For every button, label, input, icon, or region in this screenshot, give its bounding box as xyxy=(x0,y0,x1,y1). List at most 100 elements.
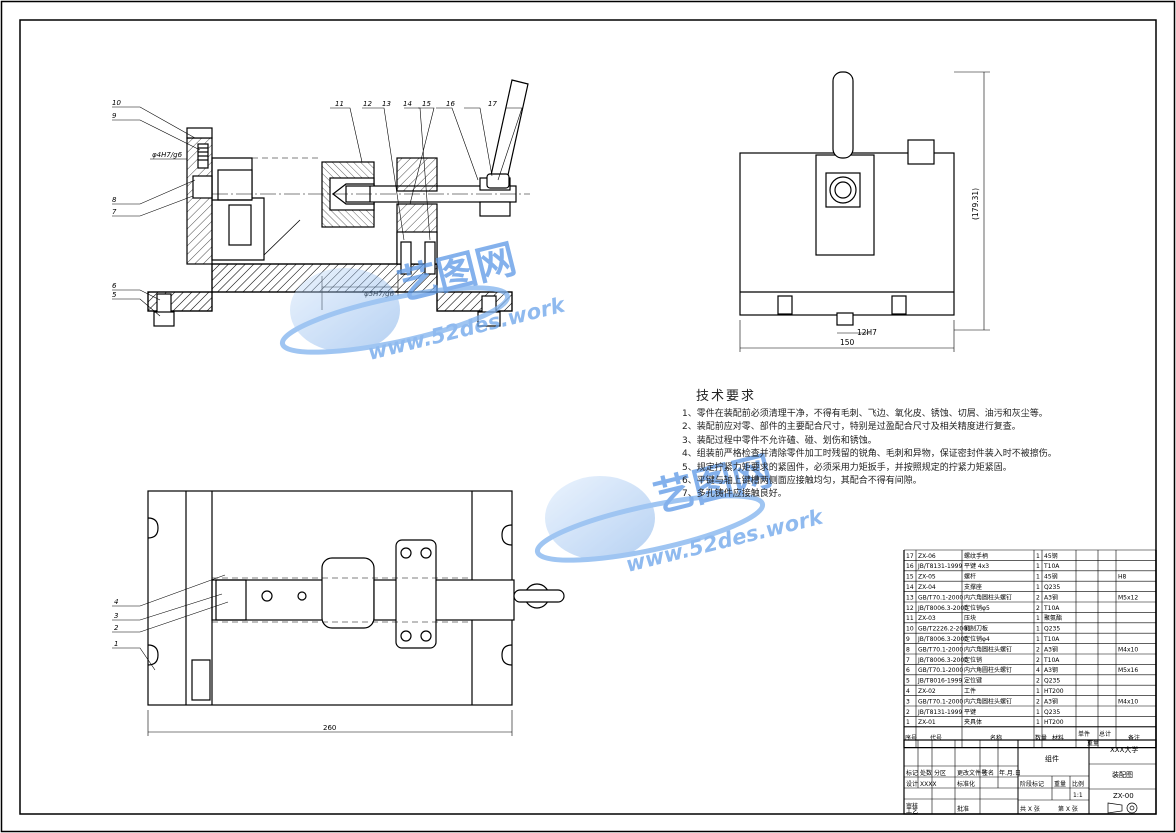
bom-row-name: 定位销 xyxy=(964,656,982,664)
tb-standardize: 标准化 xyxy=(957,780,975,788)
bom-row-name: 工件 xyxy=(964,687,976,695)
bom-row-note: M5x16 xyxy=(1118,667,1138,674)
bom-row-name: 定位销φ5 xyxy=(964,604,990,612)
dim-side-width: 150 xyxy=(840,338,855,347)
bom-row-material: T10A xyxy=(1043,563,1060,570)
tb-count: 处数 xyxy=(920,769,932,777)
bom-table xyxy=(903,549,1157,749)
bom-row-no: 3 xyxy=(906,698,910,705)
bom-row-name: 钢制刀板 xyxy=(964,625,988,633)
tb-process: 工艺 xyxy=(906,807,918,815)
bom-header-unit-weight: 单件 xyxy=(1078,730,1090,738)
bom-header-weight: 重量 xyxy=(1087,739,1099,747)
bom-row-material: T10A xyxy=(1043,605,1060,612)
tb-sheet-no: 第 X 张 xyxy=(1058,805,1078,813)
bom-row-qty: 2 xyxy=(1036,657,1040,664)
bom-row-material: A3钢 xyxy=(1044,666,1058,674)
bom-row-code: JB/T8006.3-2000 xyxy=(917,657,968,664)
tb-design: 设计 xyxy=(906,780,918,788)
bom-row-code: JB/T8006.3-2000 xyxy=(917,636,968,643)
bom-row-note: M5x12 xyxy=(1118,594,1138,601)
bom-row-code: GB/T2226.2-2001 xyxy=(918,626,971,633)
bom-row-no: 14 xyxy=(906,584,914,591)
bom-row-material: A3钢 xyxy=(1044,593,1058,601)
bom-header-no: 序号 xyxy=(905,734,917,742)
bom-row-material: Q235 xyxy=(1044,678,1060,685)
callout-1: 1 xyxy=(114,640,118,648)
bom-row-qty: 2 xyxy=(1036,646,1040,653)
bom-row-no: 4 xyxy=(906,688,910,695)
bom-row-no: 15 xyxy=(906,574,914,581)
bom-row-qty: 1 xyxy=(1036,615,1040,622)
bom-row-no: 2 xyxy=(906,709,910,716)
tb-ratio: 比例 xyxy=(1072,780,1084,788)
tech-item-2: 2、装配前应对零、部件的主要配合尺寸，特别是过盈配合尺寸及相关精度进行复查。 xyxy=(682,422,1021,433)
bom-row-code: JB/T8006.3-2000 xyxy=(917,605,968,612)
dim-side-height: (179.31) xyxy=(971,188,980,220)
bom-row-name: 内六角圆柱头螺钉 xyxy=(964,697,1012,705)
bom-row-material: Q235 xyxy=(1044,626,1060,633)
bom-row-code: GB/T70.1-2000 xyxy=(918,667,963,674)
callout-17: 17 xyxy=(488,100,497,108)
bom-row-qty: 2 xyxy=(1036,678,1040,685)
bom-row-material: A3钢 xyxy=(1044,697,1058,705)
callout-12: 12 xyxy=(363,100,372,108)
bom-row-no: 17 xyxy=(906,553,914,560)
bom-row-name: 压块 xyxy=(964,614,976,622)
bom-row-name: 平键 4x3 xyxy=(964,562,989,570)
bom-row-no: 6 xyxy=(906,667,910,674)
callout-8: 8 xyxy=(112,196,117,204)
bom-header-total-weight: 总计 xyxy=(1099,730,1111,738)
bom-row-code: JB/T8016-1999 xyxy=(917,678,962,685)
callout-14: 14 xyxy=(403,100,412,108)
bom-row-qty: 1 xyxy=(1036,584,1040,591)
tech-item-4: 4、组装前严格检查并清除零件加工时残留的锐角、毛刺和异物，保证密封件装入时不被擦… xyxy=(682,449,1057,460)
bom-row-material: Q235 xyxy=(1044,709,1060,716)
bom-row-material: HT200 xyxy=(1044,719,1064,726)
top-view xyxy=(112,490,565,736)
tech-item-5: 5、规定拧紧力矩要求的紧固件，必须采用力矩扳手，并按照规定的拧紧力矩紧固。 xyxy=(682,462,1012,473)
bom-row-material: T10A xyxy=(1043,657,1060,664)
tb-stage-mark: 阶段标记 xyxy=(1020,780,1044,788)
bom-row-code: ZX-03 xyxy=(918,615,936,622)
bom-row-material: A3钢 xyxy=(1044,645,1058,653)
tb-drawing-no: ZX-00 xyxy=(1113,792,1134,800)
dim-fit-phi4: φ4H7/g6 xyxy=(152,151,183,159)
bom-row-qty: 1 xyxy=(1036,553,1040,560)
bom-header-material: 材料 xyxy=(1052,734,1064,742)
front-callout-leaders xyxy=(112,106,523,317)
tb-signature: 签名 xyxy=(982,769,994,777)
bom-row-name: 支撑座 xyxy=(964,583,982,591)
bom-row-note: M4x10 xyxy=(1118,646,1138,653)
bom-row-no: 13 xyxy=(906,594,914,601)
bom-row-code: JB/T8131-1999 xyxy=(917,709,962,716)
bom-row-code: ZX-05 xyxy=(918,574,936,581)
callout-2: 2 xyxy=(114,624,119,632)
callout-3: 3 xyxy=(114,612,118,620)
bom-row-material: Q235 xyxy=(1044,584,1060,591)
tech-item-1: 1、零件在装配前必须清理干净，不得有毛刺、飞边、氧化皮、锈蚀、切屑、油污和灰尘等… xyxy=(682,409,1048,419)
technical-requirements: 技术要求 1、零件在装配前必须清理干净，不得有毛刺、飞边、氧化皮、锈蚀、切屑、油… xyxy=(682,385,1132,502)
bom-row-material: 45钢 xyxy=(1044,573,1058,581)
title-block-text: 标记 处数 分区 更改文件号 签名 年.月.日 设计 XXXX 标准化 审核 工… xyxy=(906,745,1138,815)
bom-row-qty: 1 xyxy=(1036,574,1040,581)
top-view-labels: 4 3 2 1 260 xyxy=(114,598,336,732)
bom-row-code: ZX-02 xyxy=(918,688,936,695)
bom-row-material: T10A xyxy=(1043,636,1060,643)
bom-row-no: 7 xyxy=(906,657,910,664)
bom-row-code: GB/T70.1-2000 xyxy=(918,594,963,601)
bom-row-code: ZX-06 xyxy=(918,553,936,560)
callout-15: 15 xyxy=(422,100,431,108)
bom-row-qty: 1 xyxy=(1036,709,1040,716)
callout-16: 16 xyxy=(446,100,455,108)
bom-header-code: 代号 xyxy=(930,734,942,742)
bom-row-name: 内六角圆柱头螺钉 xyxy=(964,666,1012,674)
bom-row-qty: 1 xyxy=(1036,563,1040,570)
bom-header-name: 名称 xyxy=(990,734,1002,742)
dim-side-key: 12H7 xyxy=(857,328,877,337)
tb-drawing-name: 装配图 xyxy=(1112,770,1133,779)
bom-row-qty: 2 xyxy=(1036,698,1040,705)
tb-date: 年.月.日 xyxy=(999,769,1021,777)
